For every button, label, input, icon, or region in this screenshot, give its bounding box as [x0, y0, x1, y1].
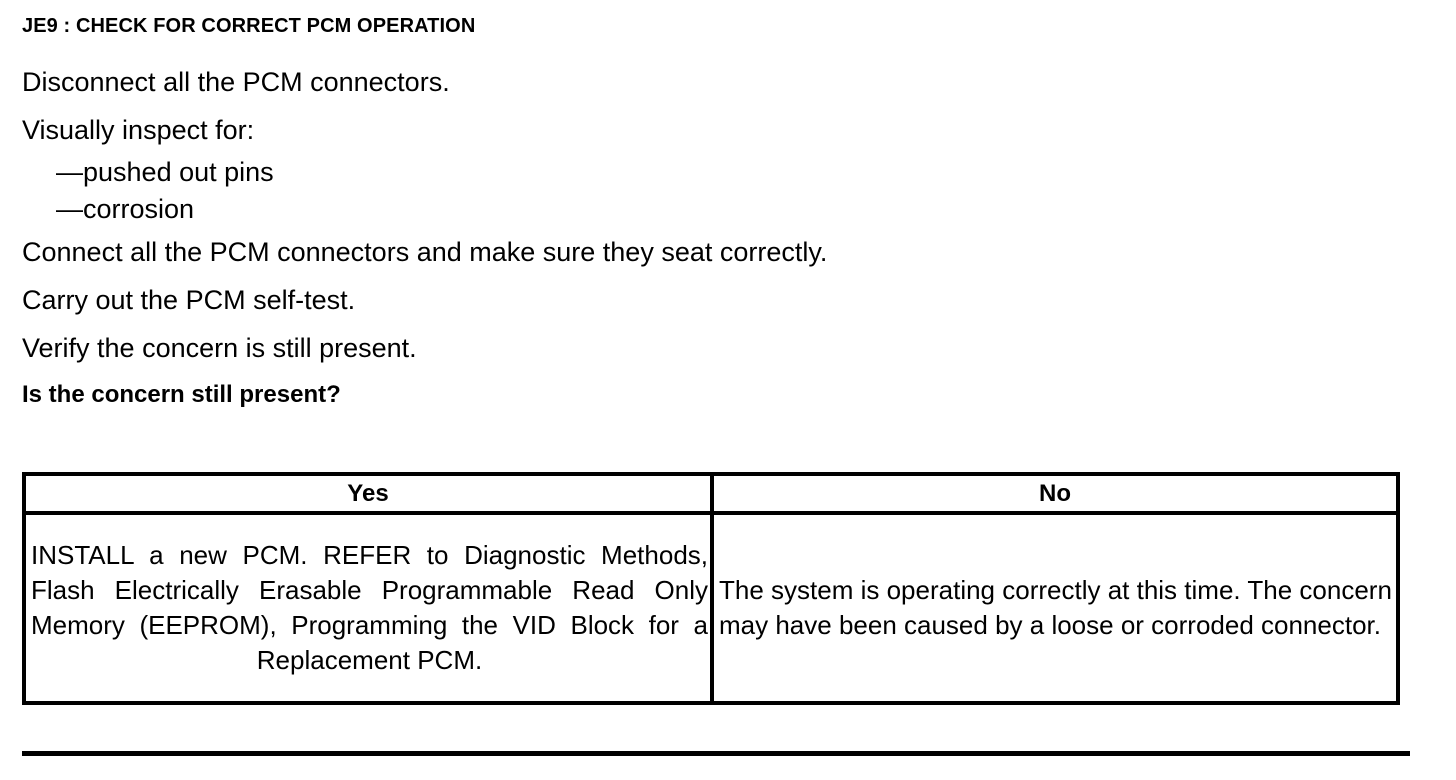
table-header-row: Yes No [26, 476, 1396, 515]
instruction-line: Carry out the PCM self-test. [22, 285, 356, 315]
decision-question: Is the concern still present? [22, 381, 341, 408]
instruction-line: Disconnect all the PCM connectors. [22, 67, 450, 97]
instruction-line: Visually inspect for: [22, 115, 255, 145]
instruction-list: Disconnect all the PCM connectors. Visua… [22, 58, 1422, 418]
instruction-bullet: —pushed out pins [56, 157, 274, 187]
answer-table: Yes No INSTALL a new PCM. REFER to Diagn… [22, 472, 1400, 705]
page-title: JE9 : CHECK FOR CORRECT PCM OPERATION [22, 15, 476, 37]
answer-cell-no: The system is operating correctly at thi… [714, 515, 1396, 701]
answer-text-yes: INSTALL a new PCM. REFER to Diagnostic M… [31, 540, 708, 675]
section-divider-rule [22, 751, 1410, 756]
answer-cell-yes: INSTALL a new PCM. REFER to Diagnostic M… [26, 515, 714, 701]
instruction-line: Connect all the PCM connectors and make … [22, 237, 828, 267]
table-row: INSTALL a new PCM. REFER to Diagnostic M… [26, 515, 1396, 701]
table-header-yes: Yes [26, 476, 714, 511]
table-header-no: No [1039, 480, 1071, 507]
instruction-line: Verify the concern is still present. [22, 333, 417, 363]
instruction-bullet: —corrosion [56, 194, 195, 224]
answer-text-no: The system is operating correctly at thi… [719, 575, 1392, 640]
